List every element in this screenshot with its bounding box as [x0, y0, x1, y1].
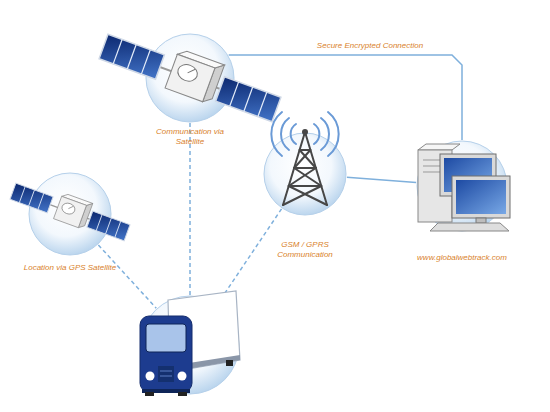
tower-lattice [283, 132, 327, 205]
computer-workstation [423, 172, 447, 173]
tower-lattice [289, 186, 327, 205]
tower-lattice [289, 168, 316, 186]
tower-node: GSM / GPRS Communication [263, 132, 347, 216]
computer-workstation [418, 150, 452, 222]
solid-link [347, 177, 416, 182]
delivery-truck [226, 360, 233, 366]
dashed-link [218, 209, 282, 304]
computer-workstation [476, 218, 486, 223]
radio-waves [328, 112, 339, 156]
node-circle [417, 141, 507, 231]
computer-workstation [430, 223, 509, 231]
computer-workstation [444, 158, 492, 192]
dashed-link [98, 245, 156, 308]
delivery-truck [145, 392, 154, 396]
tower-lattice [294, 150, 310, 168]
tower-lattice [294, 168, 321, 186]
satellite-node: Communication via Satellite [145, 33, 235, 123]
solid-link [229, 55, 462, 140]
delivery-truck [160, 376, 172, 377]
radio-waves [271, 112, 282, 156]
node-outline [416, 140, 508, 232]
computer-workstation [456, 180, 506, 214]
radio-waves [314, 124, 319, 144]
tower-lattice [300, 149, 311, 151]
gps-node: Location via GPS Satellite [28, 172, 112, 256]
tower-lattice [283, 186, 321, 205]
tower-lattice [283, 132, 305, 205]
tower-lattice [289, 185, 322, 187]
delivery-truck [178, 392, 187, 396]
node-outline [140, 295, 240, 395]
gps-satellite [9, 176, 133, 244]
radio-waves [281, 118, 289, 150]
tower-lattice [300, 150, 316, 168]
delivery-truck [170, 355, 240, 372]
computer-workstation [418, 144, 460, 150]
delivery-truck [178, 372, 187, 381]
delivery-truck [140, 316, 192, 392]
delivery-truck [158, 366, 174, 382]
node-circle [141, 296, 239, 394]
delivery-truck [142, 389, 190, 393]
node-outline [28, 172, 112, 256]
node-label: GSM / GPRS Communication [270, 240, 340, 260]
computer-workstation [423, 160, 447, 161]
radio-tower [302, 129, 308, 135]
node-circle [264, 133, 346, 215]
server-node: www.globalwebtrack.com [416, 140, 508, 232]
computer-workstation [418, 144, 510, 231]
radio-waves [271, 112, 338, 156]
vehicle-node [140, 295, 240, 395]
radio-waves [291, 124, 296, 144]
tower-lattice [305, 132, 327, 205]
node-outline [263, 132, 347, 216]
delivery-truck [160, 371, 172, 372]
delivery-truck [140, 291, 240, 396]
node-label: Communication via Satellite [150, 127, 230, 147]
communication-satellite [97, 24, 284, 126]
node-circle [146, 34, 234, 122]
dashed-link [189, 123, 191, 295]
computer-workstation [423, 166, 447, 167]
radio-tower [271, 112, 338, 205]
computer-workstation [440, 154, 496, 196]
node-label: www.globalwebtrack.com [402, 253, 522, 263]
delivery-truck [146, 372, 155, 381]
delivery-truck [168, 291, 240, 372]
tower-lattice [294, 167, 316, 169]
radio-waves [321, 118, 329, 150]
node-circle [29, 173, 111, 255]
node-outline [145, 33, 235, 123]
computer-workstation [452, 176, 510, 218]
delivery-truck [146, 324, 186, 352]
connector-label: Secure Encrypted Connection [290, 41, 450, 51]
node-label: Location via GPS Satellite [10, 263, 130, 273]
